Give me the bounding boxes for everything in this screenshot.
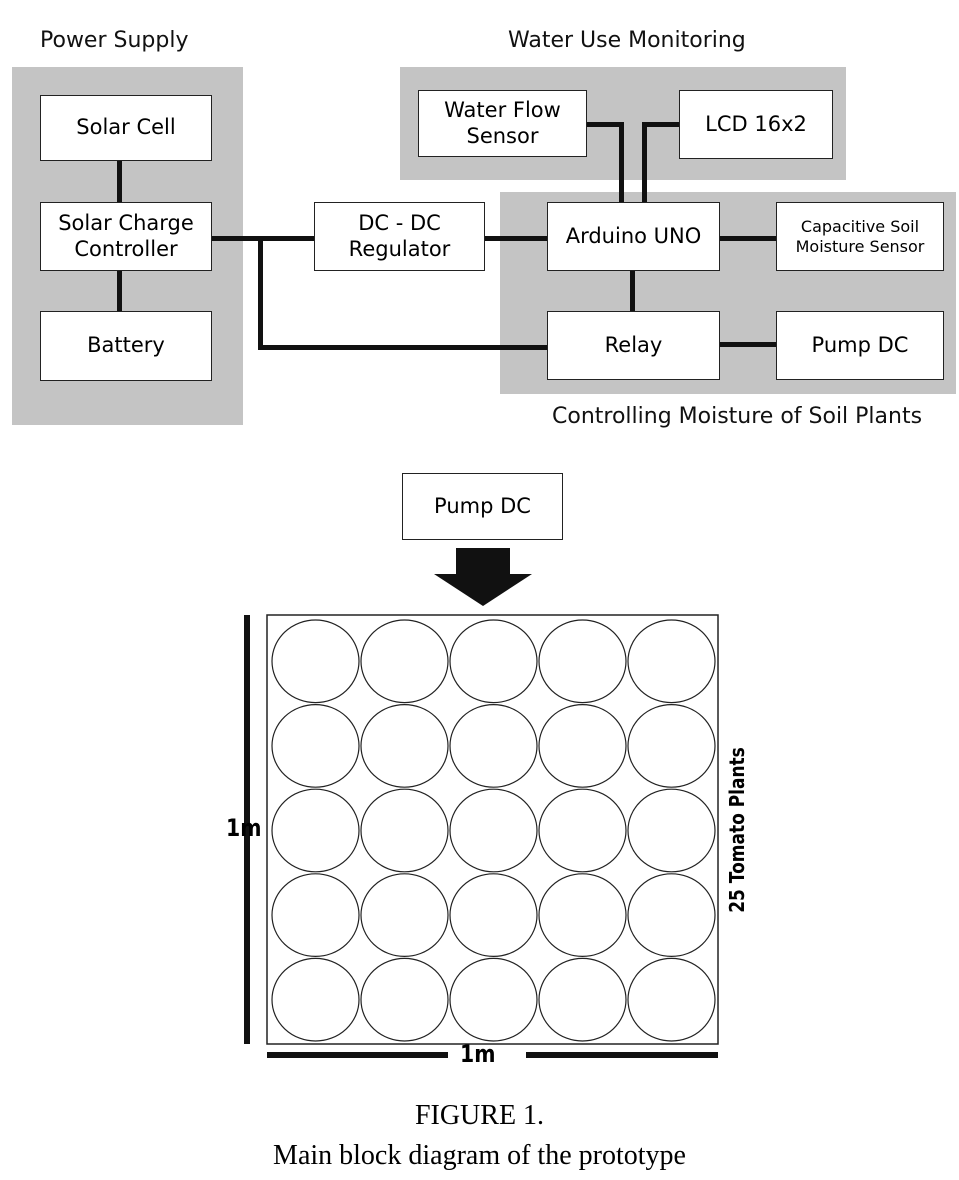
arduino-uno-block: Arduino UNO: [547, 202, 720, 271]
wire-relay-pump: [719, 342, 777, 347]
plant-circle: [449, 957, 538, 1042]
wire-arduino-relay: [630, 270, 635, 312]
wire-flow-sensor-h: [586, 122, 624, 127]
figure-label: FIGURE 1.: [414, 1100, 545, 1131]
lcd-block: LCD 16x2: [679, 90, 833, 159]
figure-title: Main block diagram of the prototype: [273, 1140, 686, 1171]
controlling-moisture-label: Controlling Moisture of Soil Plants: [552, 404, 923, 429]
wire-controller-regulator: [212, 236, 315, 241]
plant-circle: [271, 873, 360, 957]
plant-circle: [360, 957, 449, 1042]
plant-circle: [271, 788, 360, 873]
water-use-monitoring-label: Water Use Monitoring: [508, 28, 746, 53]
plant-circle: [627, 873, 716, 957]
plant-circle: [449, 704, 538, 788]
solar-charge-controller-block: Solar Charge Controller: [40, 202, 212, 271]
power-supply-label: Power Supply: [40, 28, 189, 53]
wire-branch-to-relay: [258, 345, 548, 350]
plant-circle: [271, 704, 360, 788]
wire-branch-vertical: [258, 236, 263, 350]
plant-circle: [271, 619, 360, 704]
water-flow-sensor-block: Water Flow Sensor: [418, 90, 587, 157]
plant-grid: [271, 619, 716, 1042]
plant-circle: [538, 873, 627, 957]
wire-controller-battery: [117, 270, 122, 312]
wire-regulator-arduino: [484, 236, 548, 241]
plant-circle: [627, 957, 716, 1042]
plant-circle: [627, 704, 716, 788]
plant-circle: [538, 619, 627, 704]
wire-flow-sensor-v: [619, 122, 624, 204]
width-dimension-line-left: [267, 1052, 448, 1058]
plant-circle: [449, 619, 538, 704]
height-dimension-line: [244, 615, 250, 1044]
wire-lcd-h: [642, 122, 680, 127]
plant-circle: [538, 704, 627, 788]
plant-circle: [449, 873, 538, 957]
wire-arduino-capacitive: [719, 236, 777, 241]
plant-circle: [360, 788, 449, 873]
plant-circle: [538, 957, 627, 1042]
width-dimension-line-right: [526, 1052, 718, 1058]
down-arrow-icon: [434, 548, 532, 606]
pump-dc-block: Pump DC: [776, 311, 944, 380]
plant-circle: [627, 788, 716, 873]
wire-solar-cell-controller: [117, 160, 122, 203]
plant-circle: [360, 704, 449, 788]
wire-lcd-v: [642, 122, 647, 204]
width-label: 1m: [460, 1040, 496, 1068]
solar-cell-block: Solar Cell: [40, 95, 212, 161]
plant-circle: [627, 619, 716, 704]
plants-label: 25 Tomato Plants: [725, 747, 749, 913]
battery-block: Battery: [40, 311, 212, 381]
relay-block: Relay: [547, 311, 720, 380]
height-label: 1m: [226, 814, 262, 842]
dc-dc-regulator-block: DC - DC Regulator: [314, 202, 485, 271]
plant-circle: [449, 788, 538, 873]
plant-circle: [538, 788, 627, 873]
plant-circle: [360, 619, 449, 704]
field-pump-dc-block: Pump DC: [402, 473, 563, 540]
capacitive-soil-moisture-sensor-block: Capacitive Soil Moisture Sensor: [776, 202, 944, 271]
plant-circle: [360, 873, 449, 957]
plant-circle: [271, 957, 360, 1042]
